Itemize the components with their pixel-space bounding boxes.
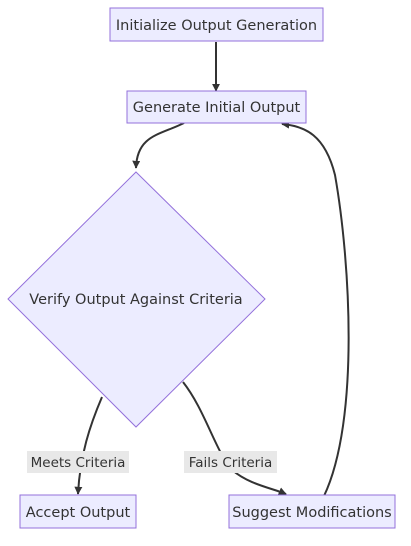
edge-verify-to-accept	[74, 396, 103, 495]
edge-suggest-to-generate	[281, 120, 350, 497]
node-label-accept: Accept Output	[26, 505, 131, 521]
edge-label-meets-criteria: Meets Criteria	[27, 451, 129, 473]
edge-generate-to-verify	[132, 122, 185, 169]
node-suggest-modifications: Suggest Modifications	[228, 494, 396, 529]
edge-label-fails-criteria: Fails Criteria	[184, 451, 277, 473]
node-generate-initial-output: Generate Initial Output	[126, 90, 307, 124]
edge-label-fails-text: Fails Criteria	[189, 455, 273, 471]
node-verify-output-against-criteria: Verify Output Against Criteria	[7, 171, 266, 428]
node-label-suggest: Suggest Modifications	[232, 505, 392, 521]
node-initialize-output-generation: Initialize Output Generation	[109, 7, 324, 42]
node-accept-output: Accept Output	[19, 494, 137, 529]
node-label-init: Initialize Output Generation	[116, 18, 317, 34]
node-label-generate: Generate Initial Output	[133, 100, 301, 116]
edge-verify-to-suggest	[182, 381, 287, 495]
edge-label-meets-text: Meets Criteria	[31, 455, 126, 471]
node-label-verify: Verify Output Against Criteria	[29, 292, 242, 308]
